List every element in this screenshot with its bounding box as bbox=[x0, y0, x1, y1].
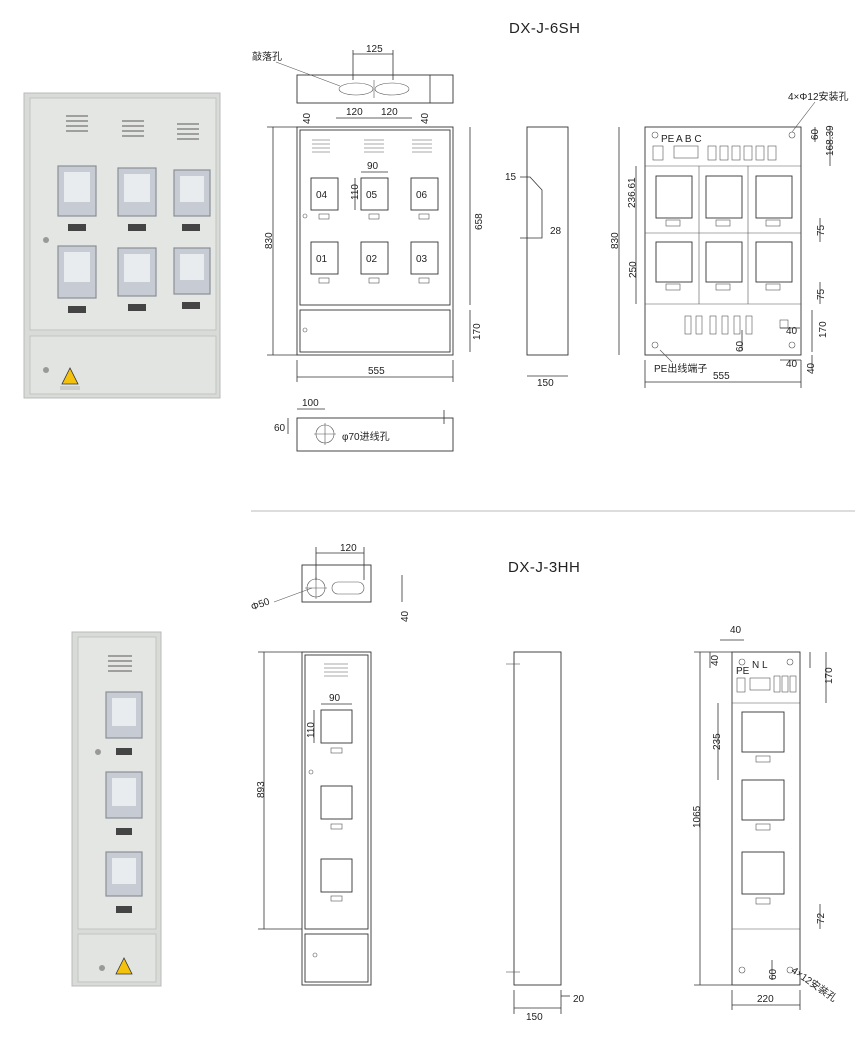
label-inlet-70: φ70进线孔 bbox=[342, 430, 390, 443]
dim-side-28: 28 bbox=[550, 226, 562, 237]
dim-height-830: 830 bbox=[264, 232, 275, 249]
dim-3hh-893: 893 bbox=[256, 781, 267, 798]
dim-int-75a: 75 bbox=[816, 224, 827, 236]
dim-int-236: 236.61 bbox=[627, 177, 638, 208]
dim-3hh-r220: 220 bbox=[757, 994, 774, 1005]
dim-int-40c: 40 bbox=[806, 362, 817, 374]
dim-3hh-r1065: 1065 bbox=[692, 805, 703, 828]
cabinet-photo-6sh bbox=[23, 92, 221, 399]
dim-int-168: 168.39 bbox=[825, 125, 836, 156]
label-phi50: Φ50 bbox=[250, 596, 272, 613]
label-pe-terminal: PE出线端子 bbox=[654, 362, 707, 375]
dim-front-110: 110 bbox=[350, 184, 361, 200]
label-pe-6sh: PE bbox=[661, 134, 675, 145]
internal-view-3hh: PE N L 40 40 170 235 1065 72 60 4×12安装孔 bbox=[692, 625, 839, 1010]
slot-number-02: 02 bbox=[366, 254, 378, 265]
model-title-6sh: DX-J-6SH bbox=[509, 20, 581, 37]
top-view-6sh: 125 120 120 40 40 敲落孔 bbox=[252, 44, 454, 124]
top-view-3hh: 120 40 Φ50 bbox=[250, 543, 411, 622]
slot-number-06: 06 bbox=[416, 190, 428, 201]
slot-number-04: 04 bbox=[316, 190, 328, 201]
dim-3hh-r72: 72 bbox=[816, 912, 827, 924]
dim-3hh-150: 150 bbox=[526, 1012, 543, 1023]
dim-top-120a: 120 bbox=[346, 107, 363, 118]
dim-top-125: 125 bbox=[366, 44, 383, 55]
dim-top-40b: 40 bbox=[420, 112, 431, 124]
internal-view-6sh: PE A B C 4×Φ12安装孔 830 236.61 250 bbox=[610, 90, 849, 388]
slot-number-05: 05 bbox=[366, 190, 378, 201]
label-phase-nl: N L bbox=[752, 660, 768, 671]
dim-height-170: 170 bbox=[472, 323, 483, 340]
dim-3hh-r40a: 40 bbox=[730, 625, 742, 636]
dim-depth-150: 150 bbox=[537, 378, 554, 389]
dim-top-120b: 120 bbox=[381, 107, 398, 118]
slot-number-03: 03 bbox=[416, 254, 428, 265]
dim-int-75b: 75 bbox=[816, 288, 827, 300]
dim-int-170: 170 bbox=[818, 321, 829, 338]
dim-3hh-r235: 235 bbox=[712, 733, 723, 750]
cabinet-photo-3hh bbox=[71, 631, 162, 987]
dim-width-555: 555 bbox=[368, 366, 385, 377]
dim-bottom-60: 60 bbox=[274, 423, 286, 434]
dim-height-658: 658 bbox=[474, 213, 485, 230]
dim-front-90: 90 bbox=[367, 161, 379, 172]
dim-int-60: 60 bbox=[810, 128, 821, 140]
label-phase-abc: A B C bbox=[676, 134, 702, 145]
dim-3hh-r170: 170 bbox=[824, 667, 835, 684]
dim-3hh-90: 90 bbox=[329, 693, 341, 704]
side-view-3hh: 150 20 bbox=[506, 651, 585, 1023]
dim-3hh-top-40: 40 bbox=[400, 610, 411, 622]
bottom-view-6sh: 100 60 φ70进线孔 bbox=[274, 398, 454, 452]
slot-number-01: 01 bbox=[316, 254, 328, 265]
front-view-3hh: 90 110 893 bbox=[256, 651, 372, 986]
dim-int-555: 555 bbox=[713, 371, 730, 382]
dim-side-15: 15 bbox=[505, 172, 517, 183]
front-view-6sh: 04 05 06 01 02 03 90 110 830 658 170 555 bbox=[264, 126, 485, 382]
model-title-3hh: DX-J-3HH bbox=[508, 559, 580, 576]
dim-top-40a: 40 bbox=[302, 112, 313, 124]
dim-bottom-100: 100 bbox=[302, 398, 319, 409]
dim-int-60b: 60 bbox=[735, 340, 746, 352]
dim-3hh-r40b: 40 bbox=[710, 654, 721, 666]
label-knockout: 敲落孔 bbox=[252, 50, 282, 63]
dim-int-250: 250 bbox=[628, 261, 639, 278]
label-mounting-holes-6sh: 4×Φ12安装孔 bbox=[788, 90, 849, 103]
dim-3hh-r60: 60 bbox=[768, 968, 779, 980]
side-view-6sh: 15 28 150 bbox=[505, 126, 569, 389]
dim-3hh-top-120: 120 bbox=[340, 543, 357, 554]
dim-int-40b: 40 bbox=[786, 359, 798, 370]
dim-3hh-110: 110 bbox=[306, 722, 317, 738]
dim-3hh-20: 20 bbox=[573, 994, 585, 1005]
dim-int-height-830: 830 bbox=[610, 232, 621, 249]
dim-int-40a: 40 bbox=[786, 326, 798, 337]
label-pe-3hh: PE bbox=[736, 666, 750, 677]
